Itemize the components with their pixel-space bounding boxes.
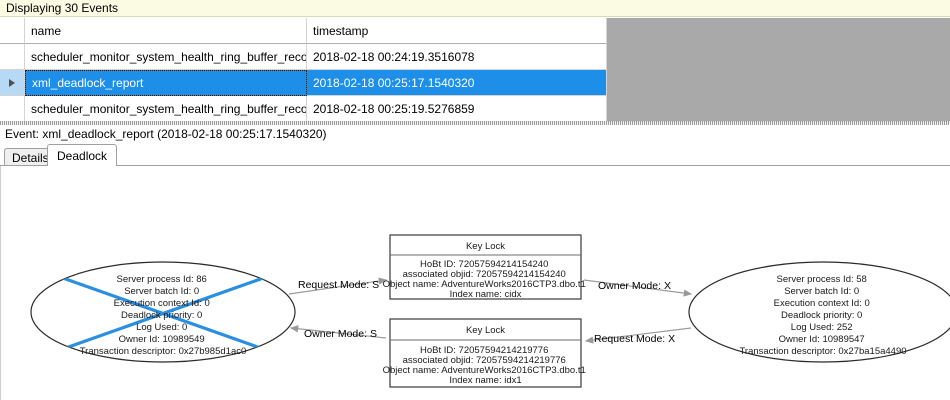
keylock-top-line-1: associated objid: 72057594214154240: [403, 269, 566, 280]
edge-labels: Request Mode: S Owner Mode: S Owner Mode…: [298, 279, 675, 345]
keylock-top-line-2: Object name: AdventureWorks2016CTP3.dbo.…: [383, 279, 586, 290]
process-left-lines: Server process Id: 86 Server batch Id: 0…: [80, 274, 247, 357]
keylock-bottom-title: Key Lock: [466, 325, 505, 336]
process-right-line-3: Deadlock priority: 0: [781, 310, 862, 321]
process-left-line-0: Server process Id: 86: [117, 274, 207, 285]
edge-bottom-owner-left: [289, 325, 387, 339]
process-right-line-5: Owner Id: 10989547: [779, 334, 865, 345]
detail-tabstrip: Details Deadlock: [0, 144, 950, 166]
keylock-bottom-line-0: HoBt ID: 72057594214219776: [420, 345, 548, 356]
process-node-left[interactable]: Server process Id: 86 Server batch Id: 0…: [30, 261, 296, 363]
process-right-lines: Server process Id: 58 Server batch Id: 0…: [739, 274, 906, 357]
row-header-corner: [0, 18, 25, 44]
tab-deadlock-label: Deadlock: [57, 148, 108, 163]
table-row[interactable]: scheduler_monitor_system_health_ring_buf…: [0, 44, 607, 70]
edge-label-right-request-bottom: Request Mode: X: [594, 333, 675, 345]
column-header-name[interactable]: name: [25, 18, 307, 44]
process-left-line-5: Owner Id: 10989549: [119, 334, 205, 345]
process-left-line-6: Transaction descriptor: 0x27b985d1ac0: [80, 346, 247, 357]
row-selector[interactable]: [0, 96, 25, 122]
deadlock-graph-canvas[interactable]: Server process Id: 86 Server batch Id: 0…: [0, 166, 950, 400]
keylock-bottom-line-2: Object name: AdventureWorks2016CTP3.dbo.…: [383, 365, 586, 376]
resource-node-keylock-top[interactable]: Key Lock HoBt ID: 72057594214154240 asso…: [383, 234, 589, 300]
deadlock-victim-cross-icon: [42, 269, 284, 358]
process-right-line-1: Server batch Id: 0: [784, 286, 859, 297]
tab-details-label: Details: [12, 150, 49, 165]
cell-name[interactable]: scheduler_monitor_system_health_ring_buf…: [25, 96, 307, 122]
row-selector[interactable]: [0, 70, 25, 96]
process-left-line-2: Execution context Id: 0: [114, 298, 210, 309]
keylock-top-line-3: Index name: cidx: [450, 289, 522, 300]
table-row[interactable]: scheduler_monitor_system_health_ring_buf…: [0, 96, 607, 122]
event-detail-header: Event: xml_deadlock_report (2018-02-18 0…: [0, 126, 950, 142]
cell-name[interactable]: xml_deadlock_report: [25, 70, 307, 96]
keylock-top-lines: HoBt ID: 72057594214154240 associated ob…: [383, 259, 589, 300]
keylock-top-line-0: HoBt ID: 72057594214154240: [420, 259, 548, 270]
edge-label-bottom-owner-left: Owner Mode: S: [304, 328, 377, 340]
cell-timestamp[interactable]: 2018-02-18 00:25:19.5276859: [307, 96, 607, 122]
process-right-line-6: Transaction descriptor: 0x27ba15a4490: [739, 346, 906, 357]
row-selector-triangle-icon: [9, 78, 15, 87]
events-grid-table: name timestamp scheduler_monitor_system_…: [0, 18, 607, 122]
keylock-bottom-lines: HoBt ID: 72057594214219776 associated ob…: [383, 345, 589, 386]
keylock-top-title: Key Lock: [466, 241, 505, 252]
table-row-selected[interactable]: xml_deadlock_report 2018-02-18 00:25:17.…: [0, 70, 607, 96]
process-right-line-2: Execution context Id: 0: [774, 298, 870, 309]
process-left-line-4: Log Used: 0: [136, 322, 187, 333]
resource-node-keylock-bottom[interactable]: Key Lock HoBt ID: 72057594214219776 asso…: [383, 318, 589, 388]
edge-right-request-bottom: [584, 327, 692, 344]
keylock-bottom-line-3: Index name: idx1: [449, 375, 521, 386]
process-right-line-4: Log Used: 252: [791, 322, 853, 333]
process-left-line-1: Server batch Id: 0: [124, 286, 199, 297]
events-grid[interactable]: name timestamp scheduler_monitor_system_…: [0, 18, 950, 122]
row-selector[interactable]: [0, 44, 25, 70]
keylock-bottom-line-1: associated objid: 72057594214219776: [403, 355, 566, 366]
horizontal-splitter[interactable]: [0, 121, 950, 125]
edge-top-owner-right: [583, 279, 693, 297]
cell-timestamp[interactable]: 2018-02-18 00:24:19.3516078: [307, 44, 607, 70]
edge-left-request-top: [288, 277, 388, 295]
events-panel: Displaying 30 Events name timestamp sche…: [0, 0, 950, 122]
events-count-header: Displaying 30 Events: [0, 0, 950, 17]
column-header-timestamp[interactable]: timestamp: [307, 18, 607, 44]
event-detail-title: Event: xml_deadlock_report (2018-02-18 0…: [5, 127, 327, 141]
events-grid-header-row: name timestamp: [0, 18, 607, 44]
process-node-right[interactable]: Server process Id: 58 Server batch Id: 0…: [688, 261, 950, 363]
tab-deadlock[interactable]: Deadlock: [47, 144, 118, 166]
cell-timestamp[interactable]: 2018-02-18 00:25:17.1540320: [307, 70, 607, 96]
edge-label-top-owner-right: Owner Mode: X: [598, 280, 671, 292]
edge-label-left-request-top: Request Mode: S: [298, 279, 379, 291]
process-left-line-3: Deadlock priority: 0: [121, 310, 202, 321]
cell-name[interactable]: scheduler_monitor_system_health_ring_buf…: [25, 44, 307, 70]
process-right-line-0: Server process Id: 58: [777, 274, 867, 285]
events-count-label: Displaying 30 Events: [6, 1, 119, 15]
